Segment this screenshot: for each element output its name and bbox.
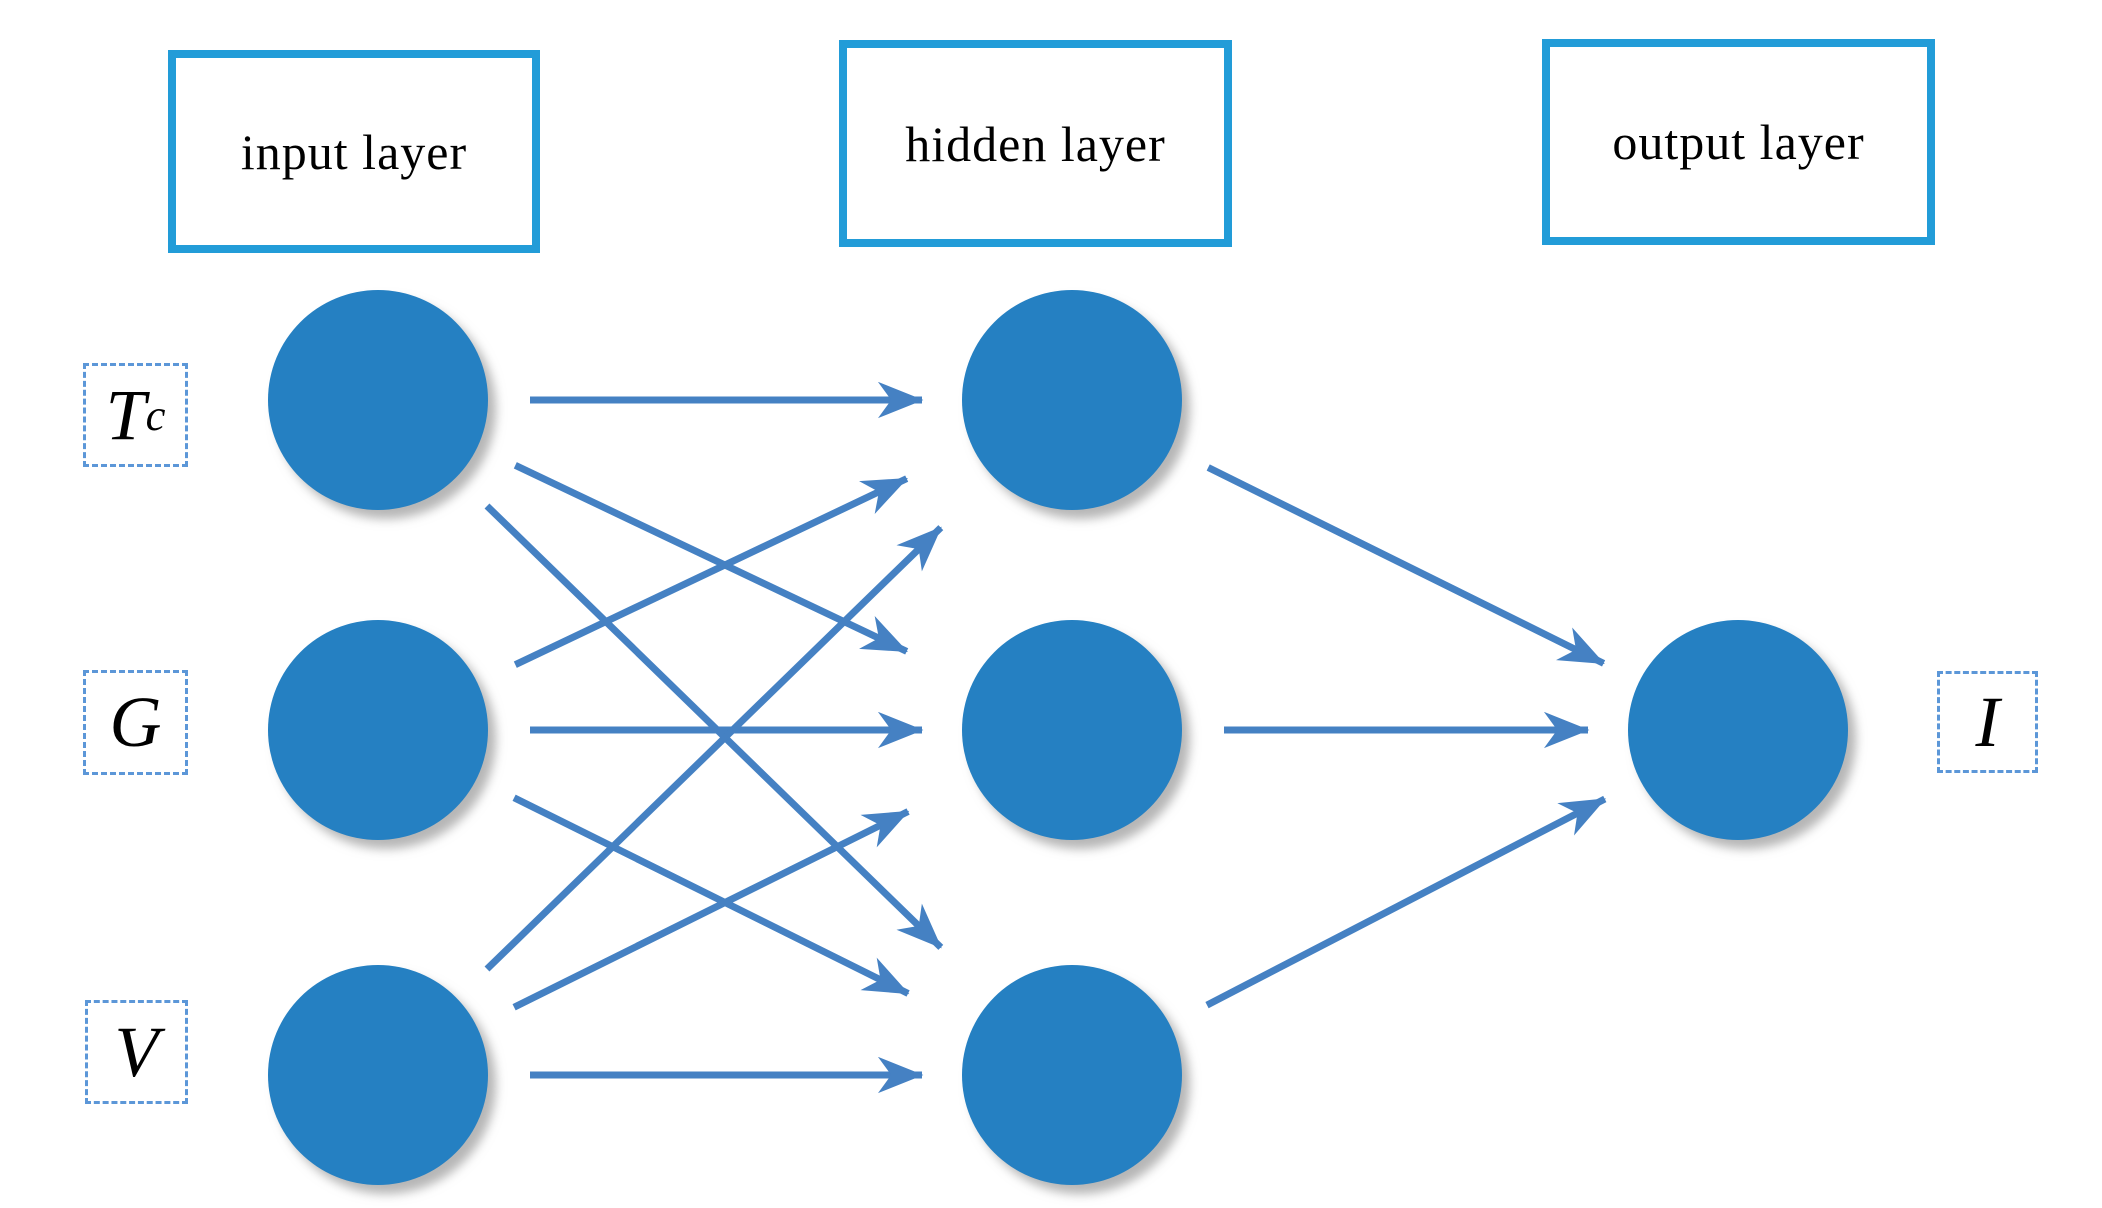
layer-box-hidden-label: hidden layer [905, 115, 1166, 172]
layer-box-output: output layer [1542, 39, 1935, 245]
connection-arrow-i2-h0 [484, 525, 944, 972]
input-variable-g-main: G [109, 682, 162, 762]
input-variable-tc-main: T [105, 374, 146, 455]
connection-arrow-i0-h1 [513, 462, 909, 655]
output-neuron-o0 [1628, 620, 1848, 840]
input-neuron-i1 [268, 620, 488, 840]
connection-arrow-i1-h2 [512, 794, 910, 997]
hidden-neuron-h0 [962, 290, 1182, 510]
input-neuron-i0 [268, 290, 488, 510]
connection-arrow-h2-o0 [1205, 795, 1607, 1009]
layer-box-output-label: output layer [1612, 114, 1865, 170]
layer-box-input-label: input layer [240, 123, 468, 180]
layer-box-input: input layer [168, 50, 540, 253]
output-variable-label-i: I [1937, 671, 2038, 773]
hidden-neuron-h1 [962, 620, 1182, 840]
connection-arrow-i2-h1 [512, 808, 910, 1011]
input-variable-label-v: V [85, 1000, 188, 1104]
neuron-nodes-group [268, 290, 1848, 1185]
connection-arrow-i1-h0 [513, 475, 909, 668]
input-variable-v-main: V [114, 1011, 159, 1092]
output-variable-i-main: I [1975, 681, 2000, 762]
input-variable-label-g: G [83, 670, 188, 775]
connection-arrow-h0-o0 [1206, 464, 1606, 667]
hidden-neuron-h2 [962, 965, 1182, 1185]
connection-arrows-group [484, 381, 1607, 1094]
input-neuron-i2 [268, 965, 488, 1185]
layer-box-hidden: hidden layer [839, 40, 1232, 247]
